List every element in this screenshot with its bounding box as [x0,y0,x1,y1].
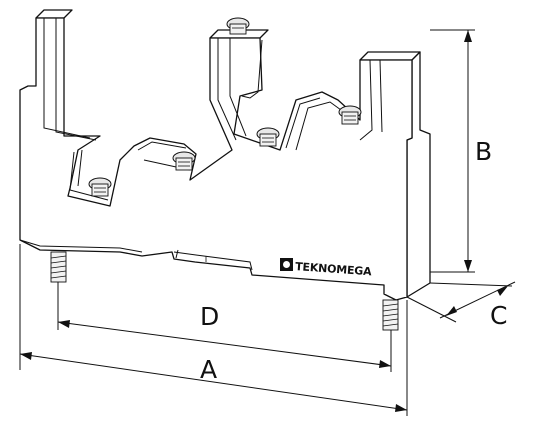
logo-text: TEKNOMEGA [295,260,373,278]
bracket-front-plate [19,17,413,301]
tab-screw-5 [338,105,362,125]
dimension-a-label: A [200,355,217,384]
dimension-a: A [19,244,408,416]
bottom-stud-right [382,299,399,331]
tab-screw-4 [256,127,280,147]
dimension-c-label: C [490,301,507,330]
dimension-b: B [430,29,492,273]
tab-screw-3 [226,17,250,35]
teknomega-logo: TEKNOMEGA [280,258,372,278]
dimension-c: C [406,281,516,330]
dimension-d-label: D [200,302,219,331]
dimension-d: D [57,282,392,372]
bottom-stud-left [50,251,67,283]
tab-screw-1 [88,177,112,197]
dimension-b-label: B [475,137,492,166]
tab-screw-2 [172,151,196,171]
